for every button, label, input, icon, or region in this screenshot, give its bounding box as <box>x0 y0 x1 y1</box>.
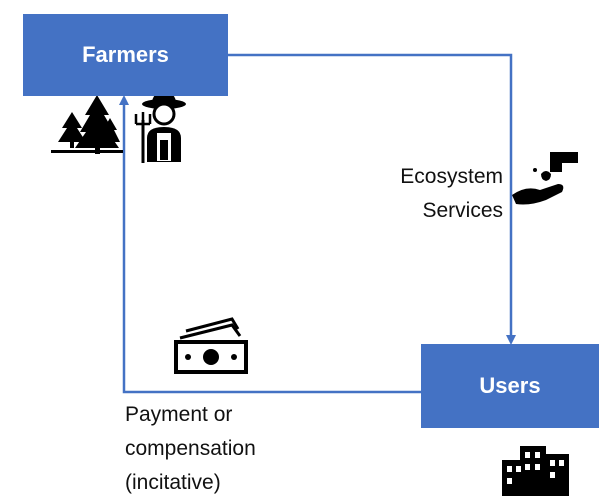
trees-icon <box>51 95 123 154</box>
farmer-icon <box>134 92 186 163</box>
water-tap-hand-icon <box>512 152 578 205</box>
payment-label: Payment or compensation (incitative) <box>125 398 325 500</box>
ecosystem-services-line1: Ecosystem <box>400 165 503 188</box>
ecosystem-services-line2: Services <box>422 199 503 222</box>
farmers-node: Farmers <box>23 14 228 96</box>
payment-line3: (incitative) <box>125 471 221 494</box>
farmers-label: Farmers <box>82 42 169 67</box>
payment-line2: compensation <box>125 437 256 460</box>
cash-icon <box>174 317 248 374</box>
city-buildings-icon <box>502 446 569 496</box>
ecosystem-services-label: Ecosystem Services <box>368 160 503 228</box>
users-node: Users <box>421 344 599 428</box>
payment-line1: Payment or <box>125 403 233 426</box>
users-label: Users <box>479 373 541 398</box>
arrow-payment <box>119 95 421 394</box>
arrow-ecosystem-services <box>228 53 516 345</box>
